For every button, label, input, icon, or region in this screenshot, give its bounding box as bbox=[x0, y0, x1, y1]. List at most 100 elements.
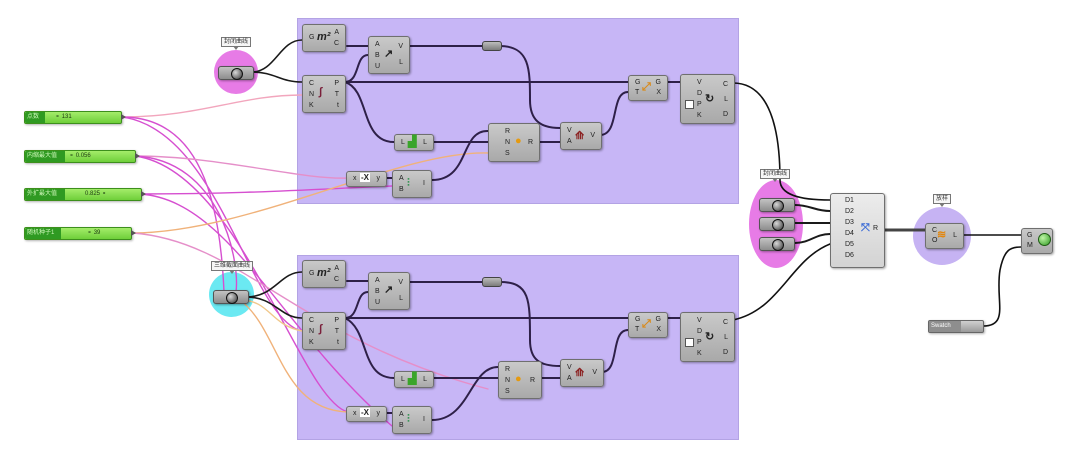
negative-component[interactable]: x -X y bbox=[346, 406, 387, 422]
input-g[interactable]: G bbox=[309, 34, 315, 41]
input-n[interactable]: N bbox=[505, 139, 511, 146]
input-r[interactable]: R bbox=[505, 128, 511, 135]
input-x[interactable]: x bbox=[353, 410, 357, 417]
amplitude-component[interactable]: V A ⟰ V bbox=[560, 122, 602, 150]
output-g[interactable]: G bbox=[655, 316, 661, 323]
input-c[interactable]: C bbox=[309, 80, 315, 87]
output-i[interactable]: I bbox=[423, 416, 425, 423]
output-t-param[interactable]: t bbox=[337, 102, 339, 109]
input-k[interactable]: K bbox=[697, 112, 702, 119]
output-p[interactable]: P bbox=[334, 317, 339, 324]
vector-2pt-component[interactable]: A B U ↗ V L bbox=[368, 272, 410, 310]
input-d6[interactable]: D6 bbox=[845, 252, 854, 259]
construct-domain-component[interactable]: A B ⫶ I bbox=[392, 170, 432, 198]
custom-preview-component[interactable]: G M bbox=[1021, 228, 1053, 254]
output-g[interactable]: G bbox=[655, 79, 661, 86]
curve-param-3[interactable] bbox=[759, 237, 795, 251]
input-v[interactable]: V bbox=[567, 364, 572, 371]
relay[interactable] bbox=[482, 277, 502, 287]
construct-domain-component[interactable]: A B ⫶ I bbox=[392, 406, 432, 434]
output-l[interactable]: L bbox=[423, 139, 427, 146]
move-component[interactable]: G T ⤢ G X bbox=[628, 312, 668, 338]
merge-component[interactable]: D1 D2 D3 D4 D5 D6 ⤧ R bbox=[830, 193, 885, 268]
input-x[interactable]: x bbox=[353, 175, 357, 182]
input-a[interactable]: A bbox=[399, 411, 404, 418]
output-v[interactable]: V bbox=[590, 132, 595, 139]
output-r[interactable]: R bbox=[529, 377, 535, 384]
output-i[interactable]: I bbox=[423, 180, 425, 187]
vector-2pt-component[interactable]: A B U ↗ V L bbox=[368, 36, 410, 74]
input-g[interactable]: G bbox=[635, 316, 641, 323]
list-length-component[interactable]: L ▟ L bbox=[394, 371, 434, 388]
input-g[interactable]: G bbox=[635, 79, 641, 86]
input-b[interactable]: B bbox=[399, 422, 404, 429]
slider-point-count[interactable]: 点数 ⚬ 131 bbox=[24, 111, 126, 124]
output-t[interactable]: T bbox=[334, 328, 339, 335]
output-c[interactable]: C bbox=[722, 319, 728, 326]
input-s[interactable]: S bbox=[505, 388, 510, 395]
random-component[interactable]: R N S ● R bbox=[498, 361, 542, 399]
input-g[interactable]: G bbox=[1027, 232, 1033, 239]
output-a[interactable]: A bbox=[334, 265, 339, 272]
output-v[interactable]: V bbox=[592, 369, 597, 376]
input-k[interactable]: K bbox=[697, 350, 702, 357]
input-c[interactable]: C bbox=[932, 227, 938, 234]
input-g[interactable]: G bbox=[309, 270, 315, 277]
output-d[interactable]: D bbox=[722, 349, 728, 356]
input-a[interactable]: A bbox=[567, 138, 572, 145]
input-a[interactable]: A bbox=[375, 41, 380, 48]
output-r[interactable]: R bbox=[527, 139, 533, 146]
input-r[interactable]: R bbox=[505, 366, 511, 373]
curve-param-top[interactable] bbox=[218, 66, 254, 80]
output-l[interactable]: L bbox=[399, 59, 403, 66]
slider-random-seed[interactable]: 随机种子1 ⚬ 39 bbox=[24, 227, 136, 240]
output-l[interactable]: L bbox=[724, 96, 728, 103]
amplitude-component[interactable]: V A ⟰ V bbox=[560, 359, 604, 387]
output-t[interactable]: T bbox=[334, 91, 339, 98]
interpolate-curve-component[interactable]: V D P K ↻ C L D bbox=[680, 74, 735, 124]
input-d1[interactable]: D1 bbox=[845, 197, 854, 204]
input-d2[interactable]: D2 bbox=[845, 208, 854, 215]
input-d[interactable]: D bbox=[697, 90, 703, 97]
input-b[interactable]: B bbox=[375, 52, 380, 59]
input-d5[interactable]: D5 bbox=[845, 241, 854, 248]
input-l[interactable]: L bbox=[401, 139, 405, 146]
interpolate-curve-component[interactable]: V D P K ↻ C L D bbox=[680, 312, 735, 362]
output-t-param[interactable]: t bbox=[337, 339, 339, 346]
input-p[interactable]: P bbox=[697, 339, 702, 346]
input-a[interactable]: A bbox=[375, 277, 380, 284]
input-u[interactable]: U bbox=[375, 63, 381, 70]
input-m[interactable]: M bbox=[1027, 242, 1033, 249]
input-n[interactable]: N bbox=[309, 91, 315, 98]
output-port[interactable] bbox=[131, 230, 136, 236]
output-port[interactable] bbox=[121, 114, 126, 120]
negative-component[interactable]: x -X y bbox=[346, 171, 387, 187]
curve-param-2[interactable] bbox=[759, 217, 795, 231]
output-l[interactable]: L bbox=[724, 334, 728, 341]
relay[interactable] bbox=[482, 41, 502, 51]
input-d3[interactable]: D3 bbox=[845, 219, 854, 226]
output-x[interactable]: X bbox=[656, 89, 661, 96]
output-v[interactable]: V bbox=[398, 43, 403, 50]
curve-param-1[interactable] bbox=[759, 198, 795, 212]
output-c[interactable]: C bbox=[333, 40, 339, 47]
input-n[interactable]: N bbox=[505, 377, 511, 384]
input-n[interactable]: N bbox=[309, 328, 315, 335]
input-d4[interactable]: D4 bbox=[845, 230, 854, 237]
input-v[interactable]: V bbox=[567, 127, 572, 134]
output-l[interactable]: L bbox=[953, 232, 957, 239]
input-t[interactable]: T bbox=[635, 89, 640, 96]
output-y[interactable]: y bbox=[376, 410, 381, 417]
input-b[interactable]: B bbox=[375, 288, 380, 295]
output-r[interactable]: R bbox=[872, 225, 878, 232]
input-b[interactable]: B bbox=[399, 186, 404, 193]
checkbox-icon[interactable] bbox=[685, 100, 694, 109]
input-k[interactable]: K bbox=[309, 102, 314, 109]
output-l[interactable]: L bbox=[399, 295, 403, 302]
output-d[interactable]: D bbox=[722, 111, 728, 118]
area-component[interactable]: G m² A C bbox=[302, 24, 346, 52]
input-p[interactable]: P bbox=[697, 101, 702, 108]
list-length-component[interactable]: L ▟ L bbox=[394, 134, 434, 151]
curve-param-bottom[interactable] bbox=[213, 290, 249, 304]
